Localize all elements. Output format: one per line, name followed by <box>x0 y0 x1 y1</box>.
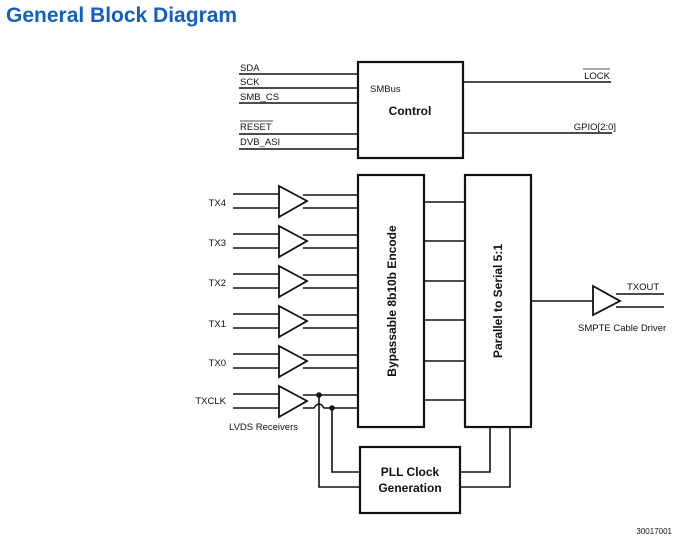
encode-serializer-links <box>424 201 465 401</box>
txout-label: TXOUT <box>627 282 659 293</box>
receiver-txclk: TXCLK <box>195 384 358 419</box>
control-inputs: SDA SCK SMB_CS RESET DVB_ASI <box>239 63 358 150</box>
lvds-receivers-label: LVDS Receivers <box>229 422 298 433</box>
clk-wire <box>318 395 360 488</box>
txclk-label: TXCLK <box>195 396 226 407</box>
pll-label-line1: PLL Clock <box>381 465 440 479</box>
buffer-icon <box>278 304 309 339</box>
dvb-asi-label: DVB_ASI <box>240 137 280 148</box>
lvds-receivers: TX4 TX3 TX2 TX1 <box>195 184 358 433</box>
encode-label: Bypassable 8b10b Encode <box>385 225 399 377</box>
encode-block <box>356 173 426 429</box>
receiver-tx2: TX2 <box>209 264 358 299</box>
pll-wire <box>460 427 491 473</box>
receiver-tx1: TX1 <box>209 304 358 339</box>
receiver-tx3: TX3 <box>209 224 358 259</box>
sda-label: SDA <box>240 63 260 74</box>
tx0-label: TX0 <box>209 358 226 369</box>
smb-cs-label: SMB_CS <box>240 92 279 103</box>
figure-id: 30017001 <box>636 527 672 536</box>
cable-driver-label: SMPTE Cable Driver <box>578 323 666 334</box>
clock-routing <box>318 395 511 488</box>
tx4-label: TX4 <box>209 198 226 209</box>
control-block <box>356 60 465 160</box>
page-title: General Block Diagram <box>6 4 238 27</box>
control-label: Control <box>389 104 432 118</box>
tx3-label: TX3 <box>209 238 226 249</box>
output-driver: TXOUT SMPTE Cable Driver <box>531 282 666 334</box>
tx1-label: TX1 <box>209 319 226 330</box>
receiver-tx0: TX0 <box>209 344 358 379</box>
pll-wire <box>460 427 511 488</box>
receiver-tx4: TX4 <box>209 184 358 219</box>
pll-block <box>358 445 462 515</box>
buffer-icon <box>278 224 309 259</box>
reset-label: RESET <box>240 122 272 133</box>
lock-label: LOCK <box>584 71 611 82</box>
sck-label: SCK <box>240 77 260 88</box>
serializer-label: Parallel to Serial 5:1 <box>491 244 505 358</box>
control-outputs: LOCK GPIO[2:0] <box>463 68 616 134</box>
buffer-icon <box>278 264 309 299</box>
clk-wire <box>331 408 360 473</box>
smbus-label: SMBus <box>370 84 401 95</box>
gpio-label: GPIO[2:0] <box>574 122 616 133</box>
buffer-icon <box>278 184 309 219</box>
buffer-icon <box>278 384 309 419</box>
buffer-icon <box>278 344 309 379</box>
driver-icon <box>592 284 622 317</box>
pll-label-line2: Generation <box>378 481 441 495</box>
tx2-label: TX2 <box>209 278 226 289</box>
